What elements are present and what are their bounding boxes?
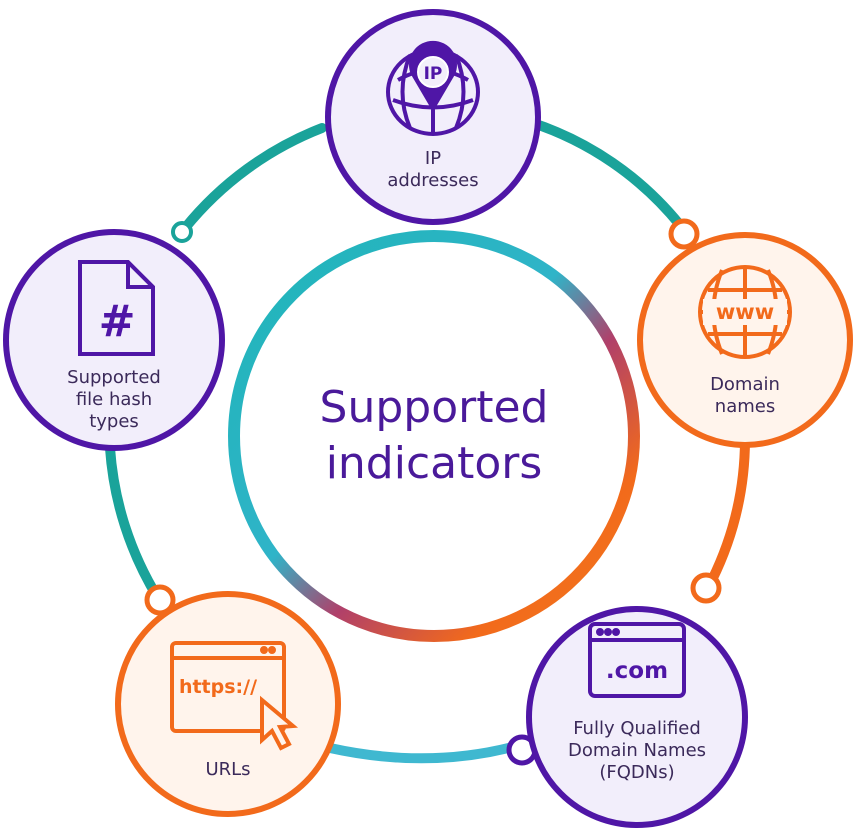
www-badge-text: www [716, 300, 774, 324]
hash-label: Supported file hash types [44, 367, 184, 433]
domain-label-line1: Domain [710, 374, 780, 395]
node-file-hash-types: # [3, 229, 225, 451]
fqdn-label-line1: Fully Qualified [573, 718, 701, 739]
url-label-line1: URLs [205, 759, 251, 780]
fqdn-label-line2: Domain Names [567, 740, 707, 761]
connector-knob [171, 221, 193, 243]
domain-label: Domain names [685, 374, 805, 418]
hash-label-line3: types [89, 411, 139, 432]
https-badge-text: https:// [179, 676, 257, 698]
ring-segment-ip-domain [525, 117, 685, 230]
ring-segment-url-hash [105, 443, 163, 603]
hash-label-line1: Supported [67, 367, 161, 388]
connector-knob [690, 572, 722, 604]
ip-label-line1: IP [424, 148, 442, 169]
browser-url-cursor-icon [170, 641, 299, 751]
outer-ring [105, 117, 750, 764]
node-circle [3, 229, 225, 451]
ip-label: IP addresses [373, 148, 493, 192]
ring-segment-hash-ip [180, 123, 327, 233]
ring-segment-domain-fqdn [707, 435, 750, 585]
hash-file-icon [78, 260, 155, 356]
connector-knobs [144, 218, 722, 766]
www-globe-icon [698, 265, 792, 359]
domain-label-line2: names [714, 396, 776, 417]
hash-label-line2: file hash [75, 389, 153, 410]
node-ip-addresses: IP [325, 9, 541, 225]
fqdn-label-line3: (FQDNs) [599, 762, 675, 783]
dotcom-badge-text: .com [606, 658, 668, 684]
center-ring [228, 230, 640, 642]
center-title-line2: indicators [325, 438, 543, 489]
node-circle [115, 591, 341, 817]
node-urls: https:// [115, 591, 341, 817]
ip-label-line2: addresses [387, 170, 479, 191]
ip-badge-text: IP [424, 64, 443, 84]
node-circle [526, 606, 748, 828]
node-fqdn: .com [526, 606, 748, 828]
node-domain-names: www [637, 232, 853, 448]
ring-segment-fqdn-url [325, 740, 525, 764]
center-title-line1: Supported [319, 382, 549, 433]
fqdn-label: Fully Qualified Domain Names (FQDNs) [547, 718, 727, 784]
center-title: Supported indicators [284, 380, 584, 492]
hash-badge-text: # [99, 296, 136, 347]
connector-knob [144, 584, 176, 616]
browser-dotcom-icon [588, 622, 686, 698]
url-label: URLs [168, 759, 288, 781]
connector-knob [668, 218, 700, 250]
ip-location-pin-icon [386, 40, 480, 136]
